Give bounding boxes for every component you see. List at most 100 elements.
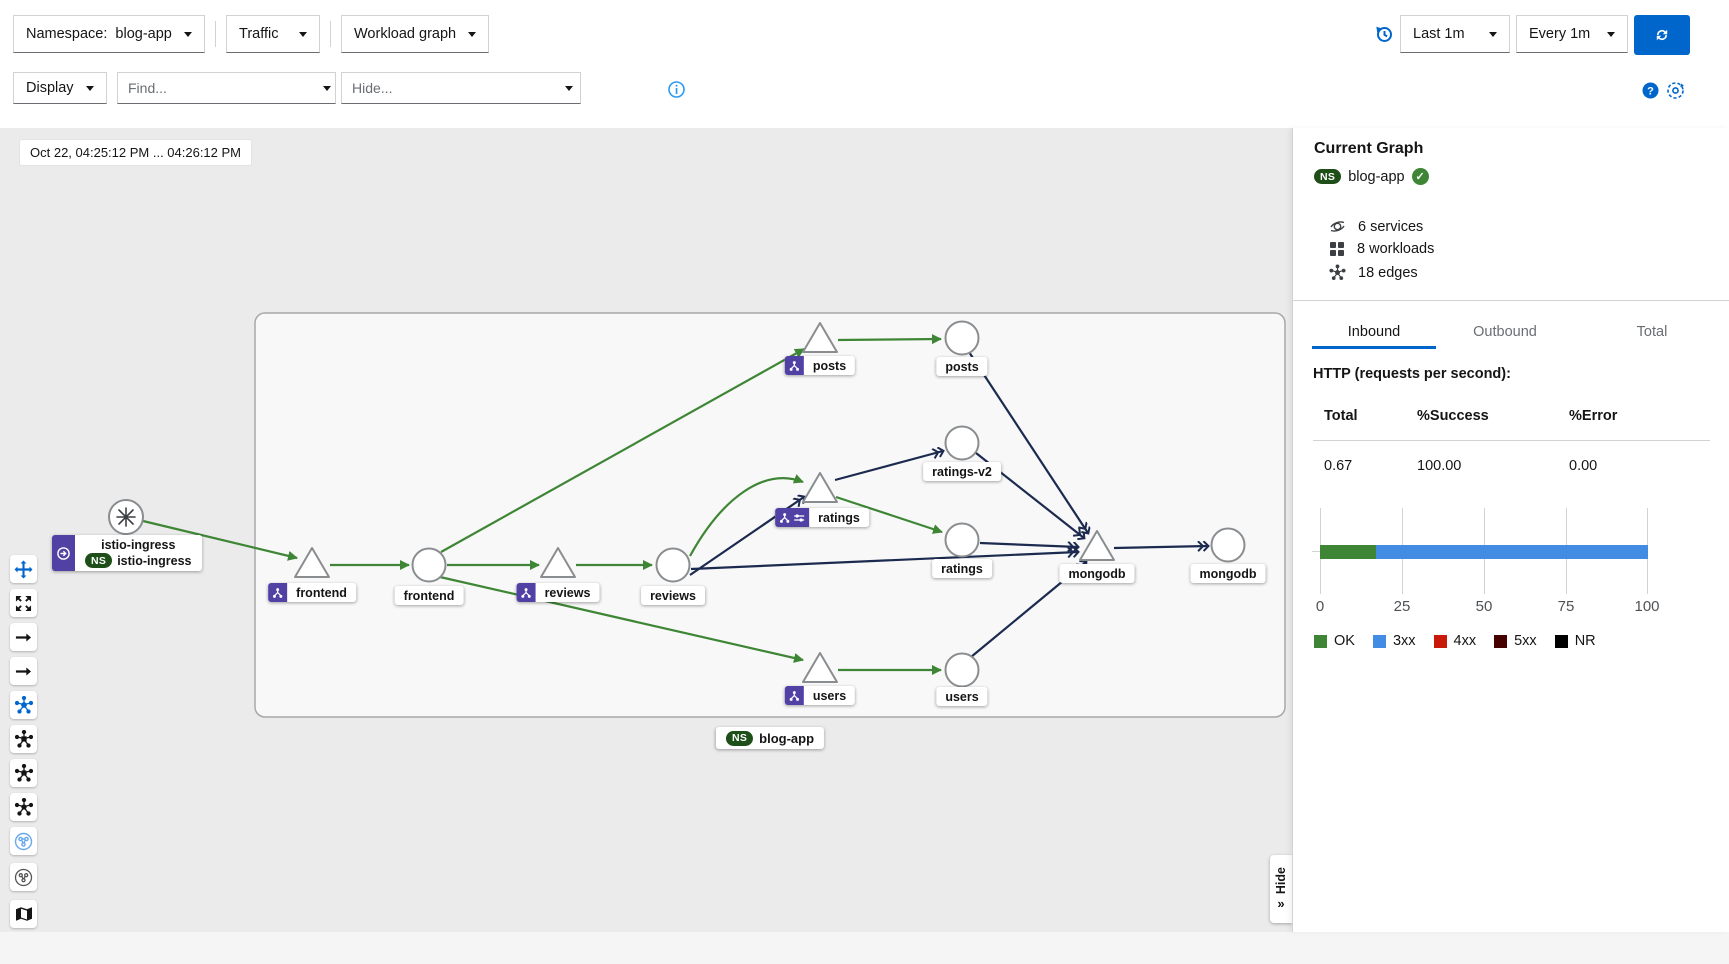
tab-total[interactable]: Total [1590, 318, 1714, 349]
hide-field [341, 72, 581, 104]
legend-swatch [1433, 634, 1447, 648]
node-svc-ratings[interactable] [802, 472, 838, 503]
end-tour-step-button[interactable] [10, 657, 37, 685]
hide-input[interactable] [342, 80, 558, 96]
namespace-group-label[interactable]: NS blog-app [715, 727, 825, 749]
node-label-text: mongodb [1199, 566, 1257, 581]
label-svc-reviews[interactable]: reviews [516, 583, 600, 602]
chevron-down-icon [184, 31, 192, 37]
branch-icon [789, 360, 800, 371]
refresh-button[interactable] [1634, 15, 1690, 55]
hide-options-chevron[interactable] [558, 73, 580, 103]
graph-tour-icon[interactable] [1664, 79, 1686, 101]
legend-item-5xx: 5xx [1494, 633, 1537, 649]
tab-outbound[interactable]: Outbound [1443, 318, 1567, 349]
node-label-text: posts [945, 359, 979, 374]
graph-layout-icon [14, 798, 33, 816]
hide-panel-button[interactable]: Hide » [1270, 855, 1292, 923]
label-istio-ingress[interactable]: istio-ingress NS istio-ingress [52, 535, 202, 571]
edge-svc-ratings-to-wl-ratings-v2[interactable] [834, 451, 943, 482]
find-hide-info-icon[interactable] [666, 79, 686, 99]
refresh-interval-label: Every 1m [1529, 26, 1591, 42]
label-svc-posts[interactable]: posts [784, 356, 856, 375]
node-wl-mongodb[interactable] [1210, 527, 1246, 563]
panel-namespace-name[interactable]: blog-app [1348, 168, 1405, 185]
traffic-dropdown[interactable]: Traffic [226, 15, 320, 53]
edge-wl-ratings-to-svc-mongodb[interactable] [979, 543, 1078, 547]
tab-inbound[interactable]: Inbound [1312, 318, 1436, 349]
legend-label: 4xx [1453, 633, 1477, 649]
graph-type-label: Workload graph [354, 26, 457, 42]
refresh-interval-dropdown[interactable]: Every 1m [1516, 15, 1628, 53]
edge-istio-to-svc-frontend[interactable] [142, 519, 298, 561]
edge-svc-posts-to-wl-posts[interactable] [837, 334, 942, 345]
namespace-box-layout-button[interactable] [10, 863, 37, 891]
layout-breadthfirst-button[interactable] [10, 793, 37, 821]
graph-layout-icon [14, 696, 33, 714]
label-wl-mongodb[interactable]: mongodb [1190, 564, 1266, 583]
label-svc-mongodb[interactable]: mongodb [1059, 564, 1135, 583]
cell-error: 0.00 [1569, 458, 1598, 474]
layout-concentric-button[interactable] [10, 759, 37, 787]
node-label-text: users [812, 688, 847, 703]
panel-namespace-row: NS blog-app ✓ [1314, 168, 1429, 185]
virtual-service-badge [268, 583, 288, 602]
label-svc-users[interactable]: users [784, 686, 856, 705]
rps-ratio-chart [1312, 508, 1648, 594]
layout-dagre-button[interactable] [10, 691, 37, 719]
label-wl-reviews[interactable]: reviews [641, 586, 705, 605]
node-label-text: users [945, 689, 979, 704]
find-input[interactable] [118, 80, 319, 96]
node-svc-mongodb[interactable] [1079, 530, 1115, 561]
display-dropdown[interactable]: Display [13, 72, 107, 104]
graph-type-dropdown[interactable]: Workload graph [341, 15, 489, 53]
svg-text:?: ? [1647, 85, 1654, 97]
label-wl-frontend[interactable]: frontend [394, 586, 464, 605]
expand-fit-button[interactable] [10, 589, 37, 617]
virtual-service-badge [784, 356, 804, 375]
edge-svc-ratings-to-wl-ratings[interactable] [835, 495, 943, 534]
label-wl-posts[interactable]: posts [936, 357, 988, 376]
x-tick: 75 [1557, 598, 1575, 615]
legend-swatch [1494, 634, 1508, 648]
label-svc-ratings[interactable]: ratings [775, 508, 869, 527]
edge-wl-reviews-to-svc-mongodb[interactable] [690, 552, 1078, 571]
node-svc-posts[interactable] [802, 322, 838, 353]
edge-svc-mongodb-to-wl-mongodb[interactable] [1113, 546, 1208, 548]
time-history-icon[interactable] [1372, 22, 1396, 46]
namespace-label: Namespace: [26, 26, 108, 42]
label-wl-ratings-v2[interactable]: ratings-v2 [923, 462, 1001, 481]
label-svc-frontend[interactable]: frontend [268, 583, 356, 602]
node-wl-ratings-v2[interactable] [944, 425, 980, 461]
time-range-dropdown[interactable]: Last 1m [1400, 15, 1510, 53]
minimap-toggle-button[interactable] [10, 900, 37, 928]
branch-icon [272, 587, 283, 598]
edge-wl-frontend-to-svc-posts[interactable] [440, 348, 805, 553]
node-wl-reviews[interactable] [655, 547, 691, 583]
namespace-layout-button[interactable] [10, 827, 37, 855]
edges-icon [1329, 264, 1346, 281]
label-wl-users[interactable]: users [936, 687, 988, 706]
node-svc-users[interactable] [802, 652, 838, 683]
node-svc-frontend[interactable] [294, 547, 330, 578]
node-wl-frontend[interactable] [411, 547, 447, 583]
label-wl-ratings[interactable]: ratings [932, 559, 992, 578]
node-wl-posts[interactable] [944, 320, 980, 356]
pan-mode-button[interactable] [10, 555, 37, 583]
find-options-chevron[interactable] [319, 73, 335, 103]
edge-wl-posts-to-svc-mongodb[interactable] [968, 351, 1088, 533]
edge-wl-reviews-to-svc-ratings[interactable] [689, 474, 804, 557]
node-svc-reviews[interactable] [540, 547, 576, 578]
branch-icon [789, 690, 799, 701]
zoom-to-node-button[interactable] [10, 623, 37, 651]
node-wl-users[interactable] [944, 652, 980, 688]
chevron-down-icon [1489, 31, 1497, 37]
edge-wl-frontend-to-svc-users[interactable] [439, 575, 804, 663]
namespace-group-box[interactable] [254, 312, 1286, 718]
layout-grid-button[interactable] [10, 725, 37, 753]
node-wl-ratings[interactable] [944, 522, 980, 558]
mesh-icon [116, 507, 136, 527]
map-icon [15, 907, 32, 921]
help-icon[interactable]: ? [1640, 80, 1660, 100]
namespace-dropdown[interactable]: Namespace: blog-app [13, 15, 205, 53]
